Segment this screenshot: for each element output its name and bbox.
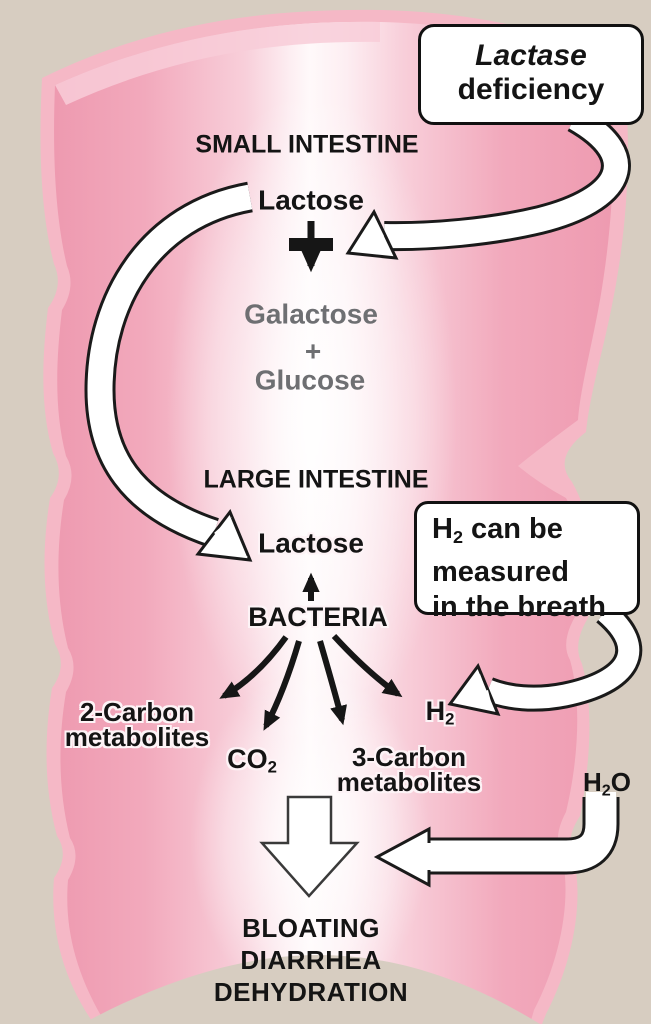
co2-text: CO — [227, 743, 268, 774]
plus-sign: + — [304, 335, 322, 367]
h2o-label: H2O — [583, 768, 631, 800]
breath-measurement-callout: H2 can be measured in the breath — [414, 501, 640, 623]
h2o-text: H — [583, 766, 602, 797]
breath-callout-arrow — [447, 601, 643, 717]
outcome-bloating: BLOATING — [242, 913, 380, 943]
lactose-small-intestine-label: Lactose — [258, 184, 364, 216]
lactase-callout-arrow — [345, 104, 631, 260]
outcome-diarrhea: DIARRHEA — [240, 945, 382, 975]
curved-arrow-lactose-to-large-intestine — [84, 181, 254, 562]
co2-subscript: 2 — [267, 757, 277, 777]
two-carbon-metabolites-label: 2-Carbon metabolites — [64, 697, 210, 752]
h2o-o-text: O — [610, 766, 631, 797]
intestine-top-lip — [55, 21, 380, 105]
arrow-to-2-carbon — [219, 635, 289, 699]
galactose-label: Galactose — [244, 298, 378, 330]
h2o-subscript: 2 — [601, 781, 611, 800]
lactase-deficiency-callout: Lactase deficiency — [418, 24, 644, 125]
large-intestine-label: LARGE INTESTINE — [203, 465, 429, 494]
big-down-arrow — [259, 795, 360, 898]
lactose-large-intestine-label: Lactose — [258, 527, 364, 559]
outcome-dehydration: DEHYDRATION — [213, 977, 409, 1007]
lactase-callout-line1: Lactase — [475, 39, 587, 72]
h2-text: H — [425, 695, 446, 726]
breath-callout-line3: in the breath — [432, 591, 607, 624]
arrow-to-co2 — [263, 640, 302, 731]
bottom-dome — [82, 955, 540, 1024]
bacteria-fan-arrows — [219, 633, 403, 731]
three-carbon-line2: metabolites — [336, 767, 482, 797]
h2-label: H2 — [425, 695, 455, 729]
outcomes-label: BLOATING DIARRHEA DEHYDRATION — [214, 912, 408, 1008]
glucose-label: Glucose — [254, 364, 366, 396]
arrow-to-h2 — [331, 633, 403, 698]
lactase-callout-line2: deficiency — [457, 73, 605, 106]
breath-callout-line1: H2 can be — [432, 513, 563, 548]
three-carbon-metabolites-label: 3-Carbon metabolites — [336, 742, 482, 797]
co2-label: CO2 — [227, 743, 277, 777]
blocked-arrow — [289, 221, 333, 273]
block-bar — [289, 238, 333, 251]
breath-callout-line2: measured — [432, 556, 570, 589]
small-intestine-label: SMALL INTESTINE — [195, 130, 419, 159]
three-carbon-line1: 3-Carbon — [351, 742, 467, 772]
arrow-to-3-carbon — [317, 640, 347, 726]
two-carbon-line2: metabolites — [64, 722, 210, 752]
h2o-elbow-arrow — [373, 792, 620, 888]
two-carbon-line1: 2-Carbon — [79, 697, 195, 727]
h2-subscript: 2 — [445, 709, 455, 729]
bacteria-label: BACTERIA — [248, 602, 388, 633]
